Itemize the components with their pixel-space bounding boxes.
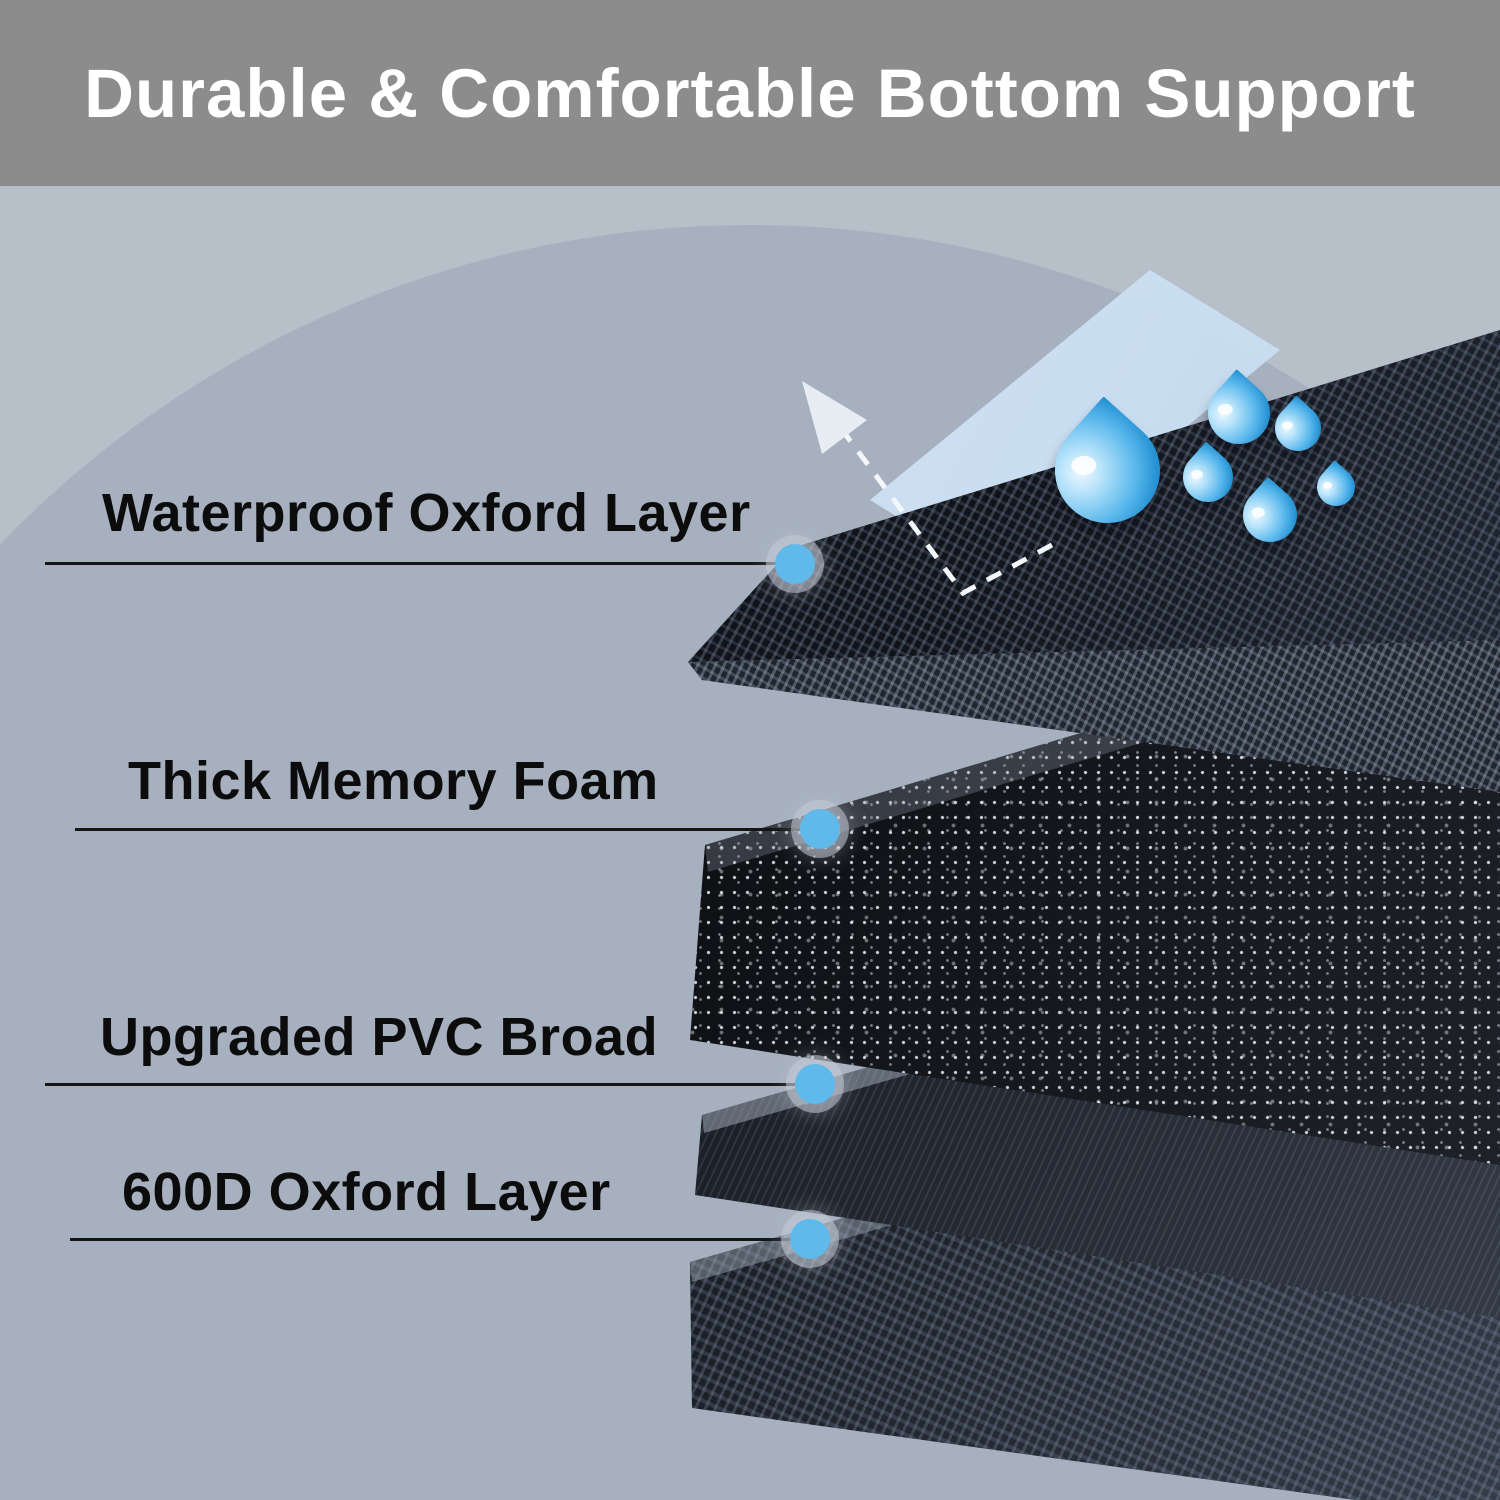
callout-line xyxy=(75,828,820,831)
callout-dot xyxy=(795,1064,835,1104)
callout-label: Upgraded PVC Broad xyxy=(100,1007,659,1067)
callout-dot xyxy=(790,1219,830,1259)
callout-label: 600D Oxford Layer xyxy=(122,1162,611,1222)
callout-line xyxy=(45,1083,815,1086)
header-title: Durable & Comfortable Bottom Support xyxy=(84,54,1416,132)
callout-dot xyxy=(800,809,840,849)
callout-line xyxy=(70,1238,810,1241)
callout-label: Waterproof Oxford Layer xyxy=(102,483,751,543)
header-band: Durable & Comfortable Bottom Support xyxy=(0,0,1500,186)
callout-label: Thick Memory Foam xyxy=(128,751,659,811)
callout-dot xyxy=(775,544,815,584)
callout-line xyxy=(45,562,787,565)
